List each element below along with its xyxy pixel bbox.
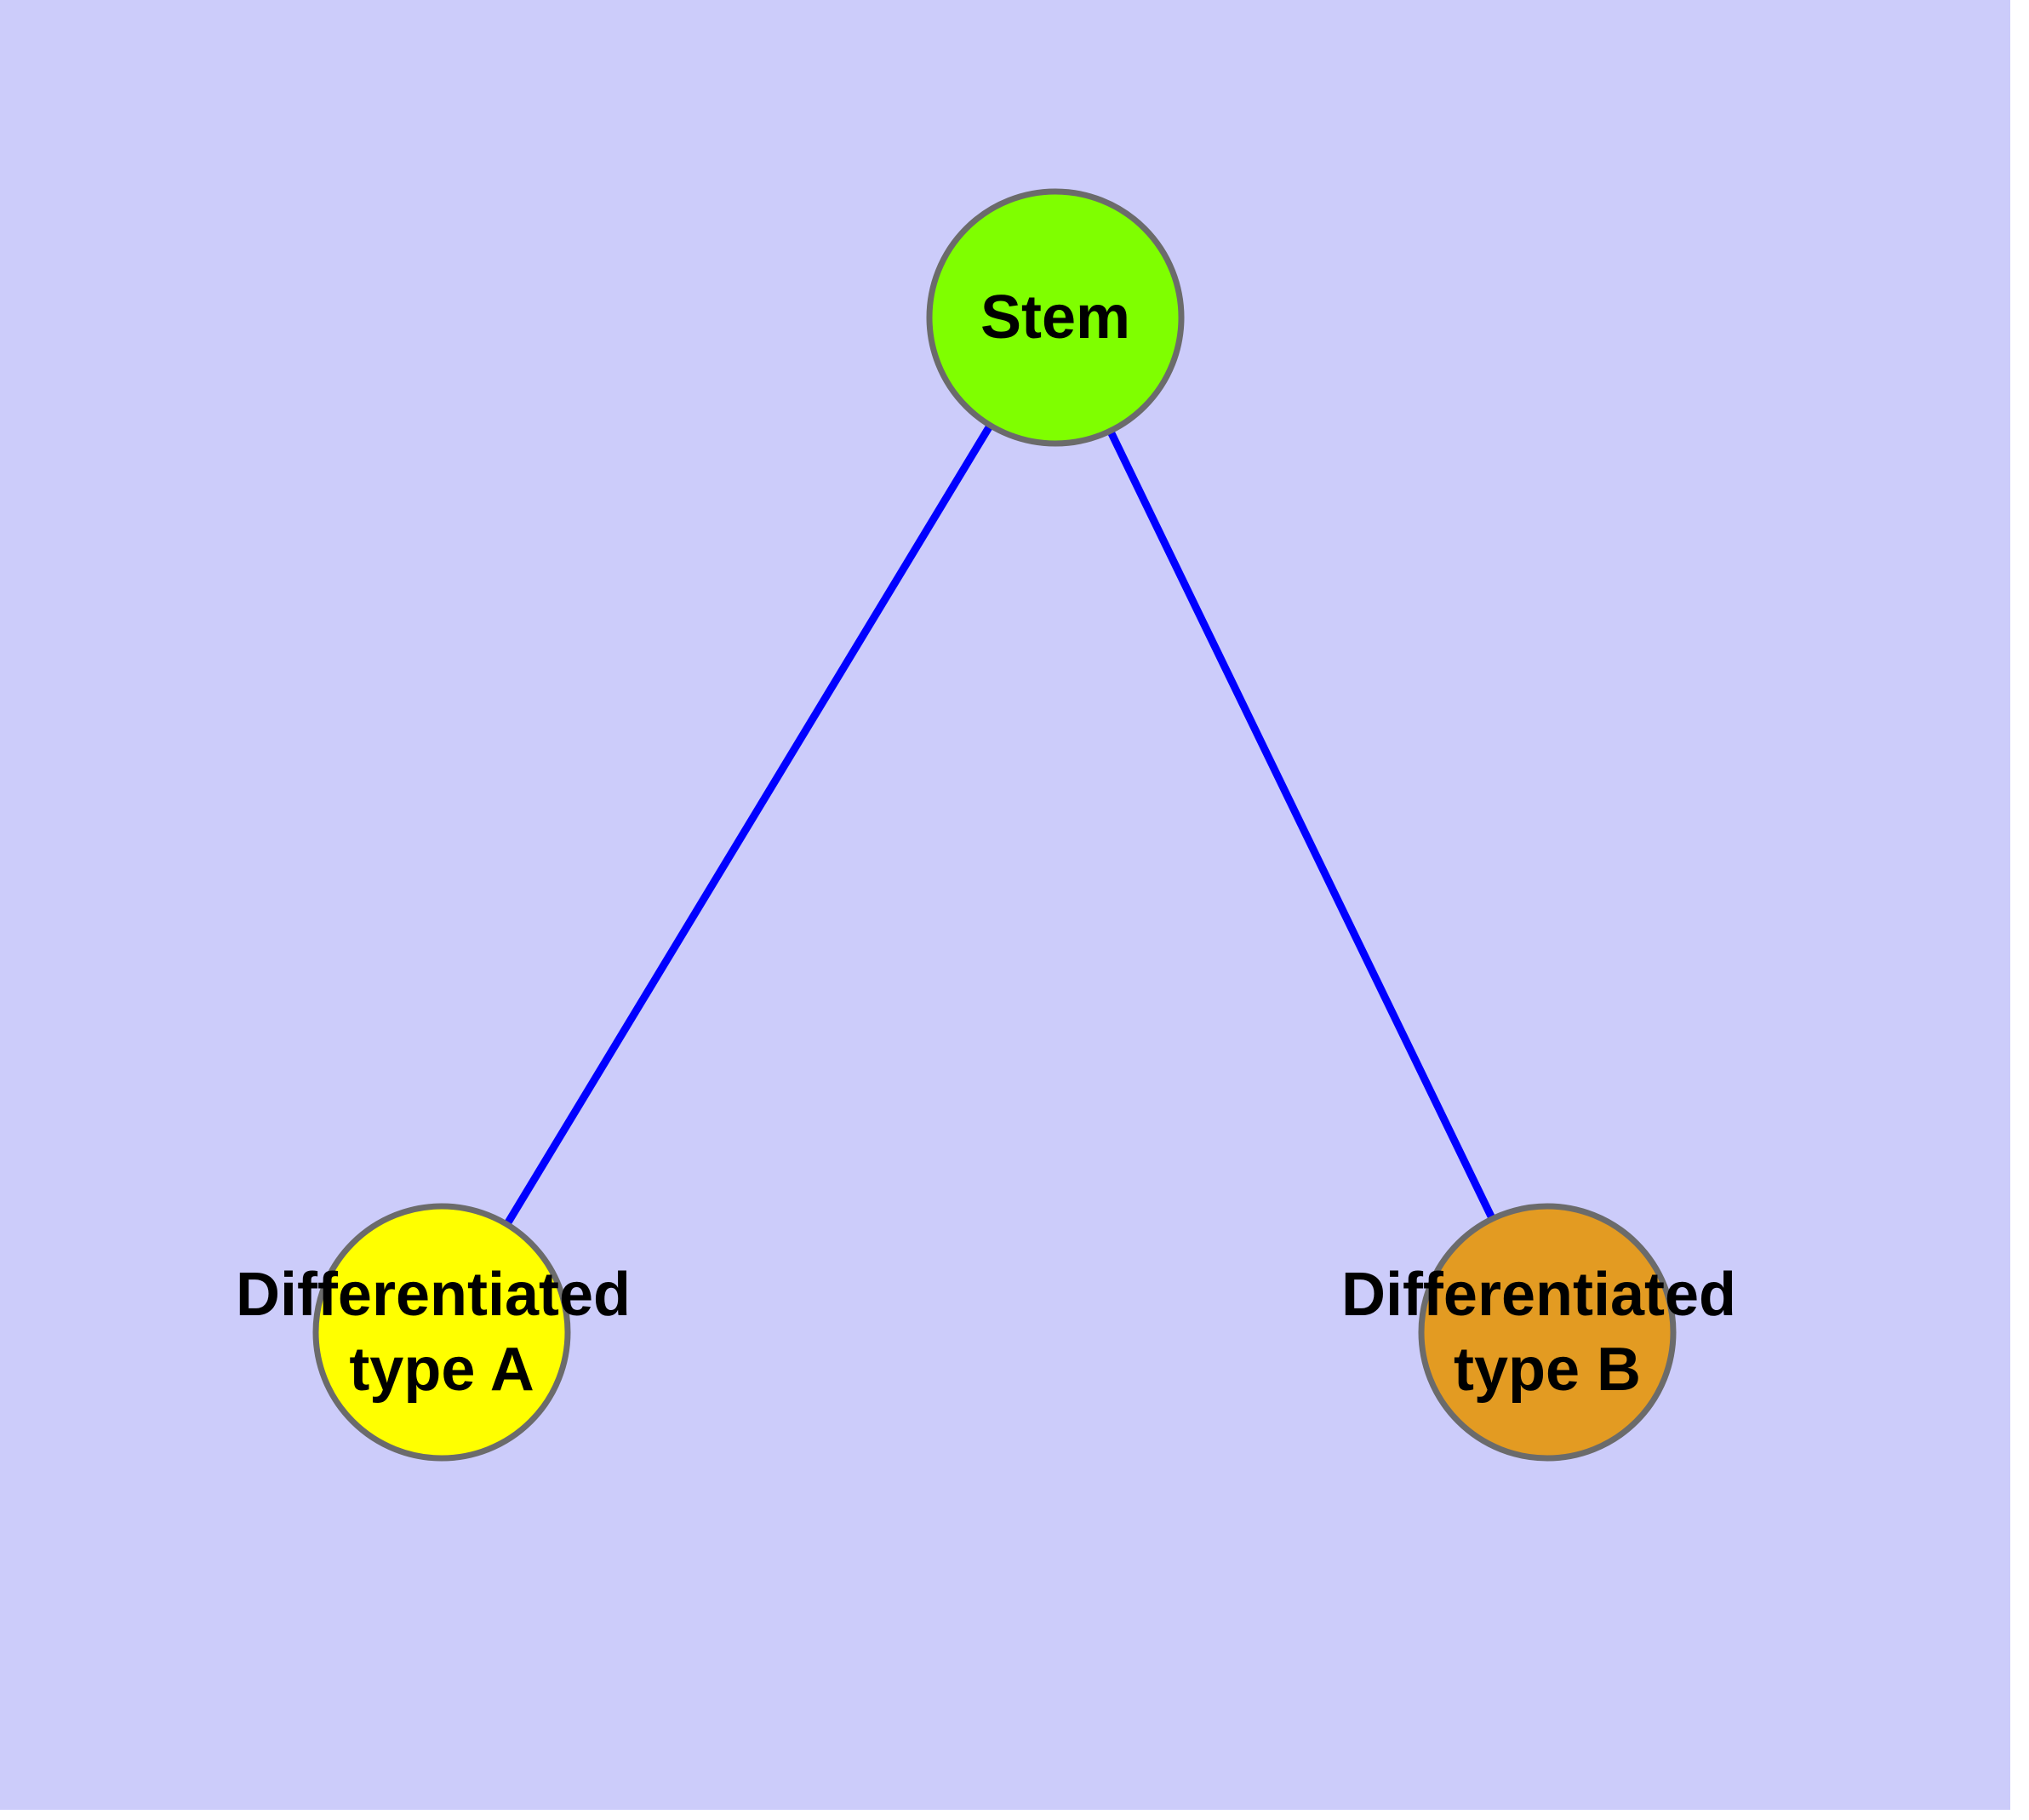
node-differentiated-type-b-label-line-2: type B xyxy=(1454,1336,1641,1404)
node-stem-circle[interactable] xyxy=(926,188,1185,447)
node-differentiated-type-b-label-line-1: Differentiated xyxy=(1341,1261,1736,1329)
node-differentiated-type-a[interactable] xyxy=(312,1203,571,1462)
node-layer xyxy=(312,188,1677,1462)
edge-layer xyxy=(438,315,1552,1335)
edge-stem-to-differentiated-type-a[interactable] xyxy=(438,315,1059,1335)
label-layer: Stem Differentiated type A Differentiate… xyxy=(236,283,1753,1404)
node-stem-label-line-1: Stem xyxy=(980,283,1130,352)
node-differentiated-type-b[interactable] xyxy=(1418,1203,1677,1462)
node-stem[interactable] xyxy=(926,188,1185,447)
node-stem-label: Stem xyxy=(980,283,1130,352)
node-differentiated-type-a-label: Differentiated type A xyxy=(236,1261,648,1404)
edge-stem-to-differentiated-type-b[interactable] xyxy=(1051,316,1552,1334)
node-differentiated-type-a-label-line-1: Differentiated xyxy=(236,1261,631,1329)
node-differentiated-type-b-label: Differentiated type B xyxy=(1341,1261,1753,1404)
node-differentiated-type-a-label-line-2: type A xyxy=(349,1336,534,1404)
node-differentiated-type-a-circle[interactable] xyxy=(312,1203,571,1462)
node-differentiated-type-b-circle[interactable] xyxy=(1418,1203,1677,1462)
